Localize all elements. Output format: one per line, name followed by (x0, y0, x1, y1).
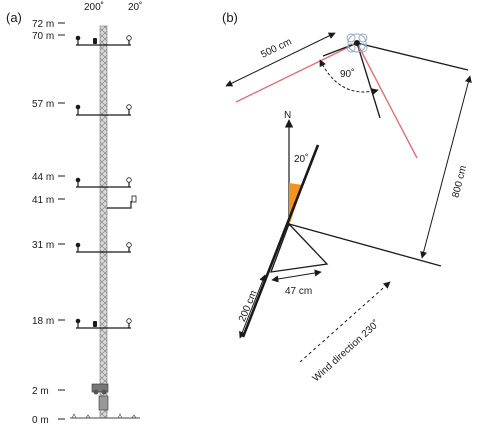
mount-width-label: 47 cm (285, 286, 312, 297)
boom-length-label: 500 cm (259, 36, 293, 60)
height-labels: 72 m 70 m 57 m 44 m 41 m 31 m 18 m 2 m 0… (32, 19, 54, 426)
north-angle-label: 20˚ (294, 153, 308, 165)
wind-direction-label: Wind direction 230˚ (310, 318, 382, 385)
rotor-hub-icon (346, 33, 368, 53)
right-angle-arc (319, 59, 379, 95)
mount-width-dimension (271, 269, 322, 283)
sonic-sensor-70-icon (93, 38, 97, 44)
height-label-41: 41 m (32, 195, 54, 206)
cup-anemometer-icons (75, 35, 137, 327)
height-label-70: 70 m (32, 31, 54, 42)
main-boom (241, 144, 320, 338)
height-label-31: 31 m (32, 240, 54, 251)
height-label-72: 72 m (32, 19, 54, 30)
height-label-18: 18 m (32, 316, 54, 327)
span-length-label: 800 cm (450, 164, 469, 198)
height-label-44: 44 m (32, 172, 54, 183)
height-label-0: 0 m (32, 415, 49, 426)
angle-90-label: 90˚ (340, 68, 354, 80)
mount-height-dimension (239, 274, 266, 339)
direction-left-label: 200˚ (84, 1, 104, 13)
pivot-line (288, 223, 442, 267)
panel-b-label: (b) (222, 10, 238, 25)
panel-a-label: (a) (6, 10, 22, 25)
boom-length-dimension (225, 32, 336, 87)
sonic-sensor-18-icon (93, 321, 97, 327)
direction-right-label: 20˚ (128, 1, 142, 13)
north-label: N (284, 110, 291, 121)
triangle-mount (270, 222, 329, 273)
span-length-dimension (420, 75, 472, 259)
panel-b: (b) 500 cm 90˚ 800 cm (222, 10, 472, 385)
base-equipment (70, 383, 140, 419)
hub-lines (322, 42, 469, 119)
height-label-57: 57 m (32, 99, 54, 110)
lattice-mast (99, 25, 108, 419)
height-ticks (58, 22, 65, 420)
wind-direction-arrow (299, 281, 391, 363)
height-label-2: 2 m (32, 386, 49, 397)
panel-a: (a) 200˚ 20˚ 72 m 70 m 57 m 44 m 41 m 31… (6, 1, 142, 426)
box-sensor-41-icon (131, 195, 137, 203)
